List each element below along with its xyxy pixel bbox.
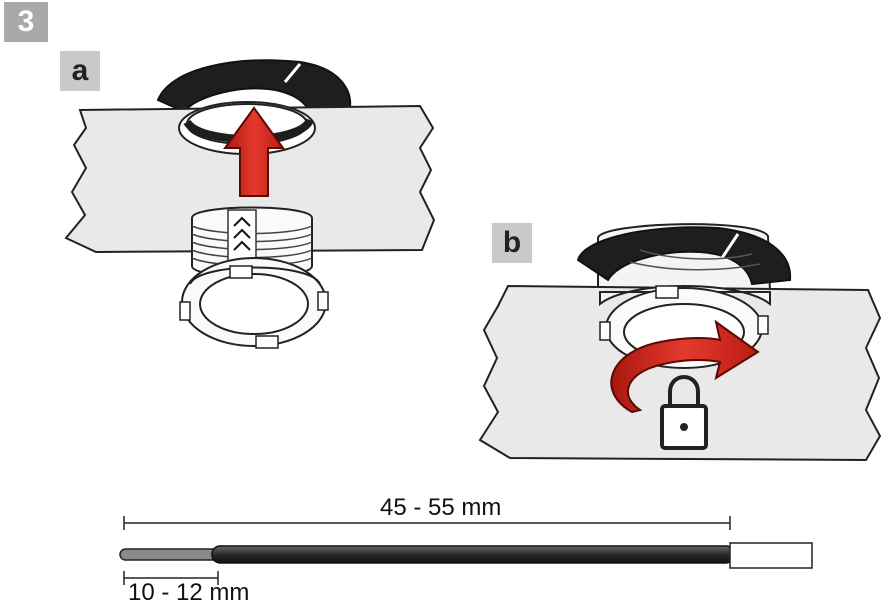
board-b	[478, 284, 882, 462]
cable-dimension-diagram	[119, 516, 813, 585]
panel-a	[64, 59, 436, 349]
step-number-badge: 3	[4, 2, 48, 42]
cable-sleeve	[729, 542, 813, 569]
rotate-arrow-icon	[610, 319, 760, 414]
arrow-up-icon	[223, 106, 285, 197]
clamp-ring-a	[156, 59, 352, 114]
total-length-label: 45 - 55 mm	[380, 494, 502, 521]
insulated-cable	[211, 545, 735, 564]
socket-a	[179, 206, 329, 349]
strip-length-label: 10 - 12 mm	[128, 579, 250, 606]
panel-a-label: a	[60, 51, 100, 91]
bare-wire	[119, 548, 221, 561]
panel-b-label: b	[492, 223, 532, 263]
padlock-icon	[660, 375, 708, 450]
panel-b	[478, 223, 882, 462]
